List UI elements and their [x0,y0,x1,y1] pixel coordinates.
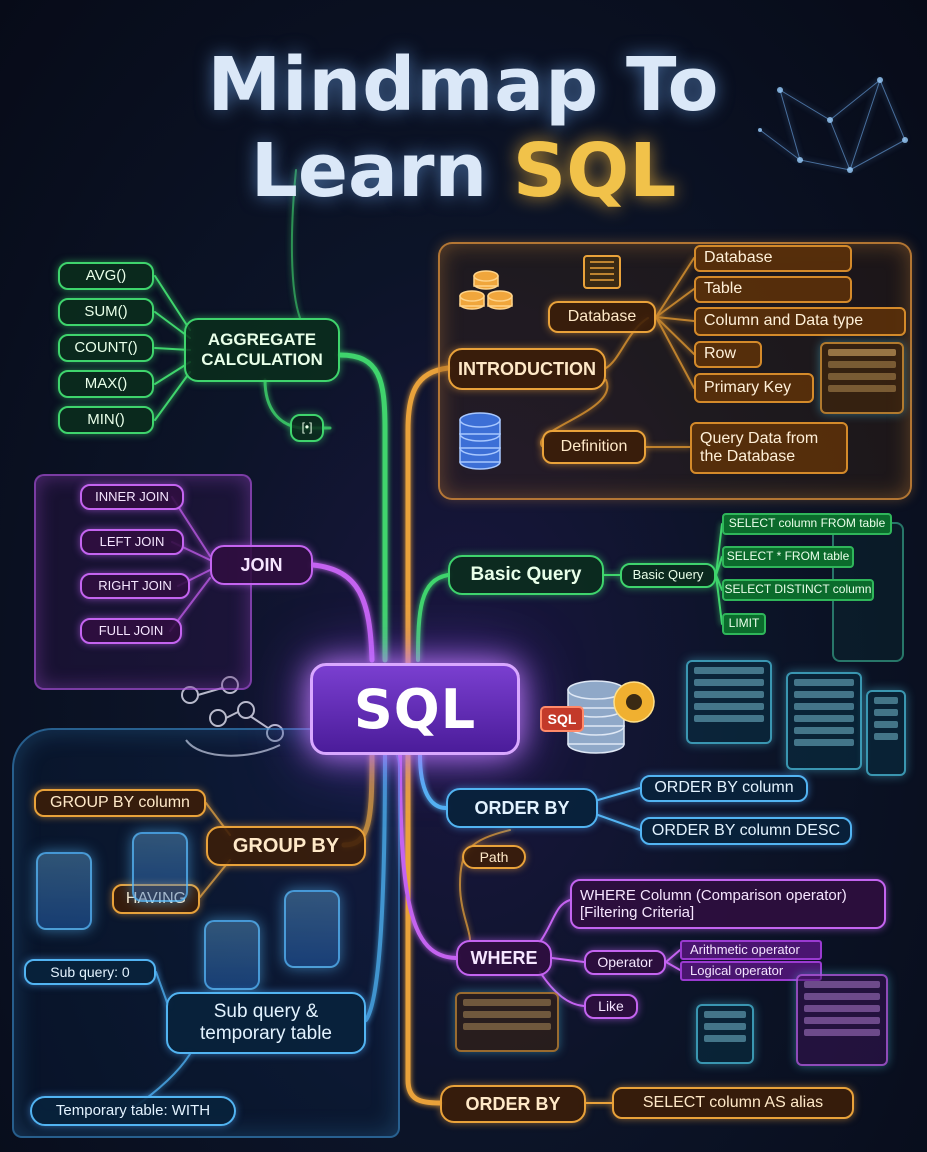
intro-table-illustration [820,342,904,414]
join-right[interactable]: RIGHT JOIN [80,573,190,599]
intro-item-column-data-type[interactable]: Column and Data type [694,307,906,336]
chip-icon [583,255,621,289]
cylinder-illustration-2 [132,832,188,902]
order-by-node[interactable]: ORDER BY [446,788,598,828]
intro-item-database[interactable]: Database [694,245,852,272]
cylinder-illustration-3 [204,920,260,990]
where-criteria: WHERE Column (Comparison operator) [Filt… [570,879,886,929]
intro-item-row[interactable]: Row [694,341,762,368]
aggregate-calculation-node[interactable]: AGGREGATE CALCULATION [184,318,340,382]
where-panel-illustration-1 [455,992,559,1052]
query-panel-illustration-1 [686,660,772,744]
agg-min[interactable]: MIN() [58,406,154,434]
agg-max[interactable]: MAX() [58,370,154,398]
operator-node[interactable]: Operator [584,950,666,975]
basic-query-subnode[interactable]: Basic Query [620,563,716,588]
path-label: Path [462,845,526,869]
subquery-zero[interactable]: Sub query: 0 [24,959,156,985]
agg-sum[interactable]: SUM() [58,298,154,326]
join-full[interactable]: FULL JOIN [80,618,182,644]
subquery-temp-table-node[interactable]: Sub query & temporary table [166,992,366,1054]
operator-logical[interactable]: Logical operator [680,961,822,981]
agg-avg[interactable]: AVG() [58,262,154,290]
join-left[interactable]: LEFT JOIN [80,529,184,555]
title-line-1: Mindmap To [207,42,720,128]
like-node[interactable]: Like [584,994,638,1019]
group-by-column[interactable]: GROUP BY column [34,789,206,817]
bq-select-column[interactable]: SELECT column FROM table [722,513,892,535]
definition-node[interactable]: Definition [542,430,646,464]
intro-item-primary-key[interactable]: Primary Key [694,373,814,403]
order-by-bottom-node[interactable]: ORDER BY [440,1085,586,1123]
title-learn: Learn [250,128,513,214]
basic-query-node[interactable]: Basic Query [448,555,604,595]
bq-limit[interactable]: LIMIT [722,613,766,635]
agg-count[interactable]: COUNT() [58,334,154,362]
bq-select-all[interactable]: SELECT * FROM table [722,546,854,568]
order-by-column-desc[interactable]: ORDER BY column DESC [640,817,852,845]
title-sql-accent: SQL [512,128,677,214]
database-node[interactable]: Database [548,301,656,333]
operator-arithmetic[interactable]: Arithmetic operator [680,940,822,960]
cylinder-illustration-1 [36,852,92,930]
select-column-as-alias[interactable]: SELECT column AS alias [612,1087,854,1119]
join-node[interactable]: JOIN [210,545,313,585]
group-by-node[interactable]: GROUP BY [206,826,366,866]
order-by-column[interactable]: ORDER BY column [640,775,808,802]
intro-item-table[interactable]: Table [694,276,852,303]
where-node[interactable]: WHERE [456,940,552,976]
query-panel-illustration-3 [866,690,906,776]
definition-value: Query Data from the Database [690,422,848,474]
server-database-icon [459,412,501,470]
sql-badge: SQL [540,706,584,732]
bracket-icon: [•] [290,414,324,442]
temporary-table-with[interactable]: Temporary table: WITH [30,1096,236,1126]
title-line-2: Learn SQL [0,128,927,214]
query-panel-illustration-2 [786,672,862,770]
where-panel-illustration-2 [696,1004,754,1064]
introduction-node[interactable]: INTRODUCTION [448,348,606,390]
where-panel-illustration-3 [796,974,888,1066]
bq-select-distinct[interactable]: SELECT DISTINCT column [722,579,874,601]
join-inner[interactable]: INNER JOIN [80,484,184,510]
cylinder-illustration-4 [284,890,340,968]
database-stack-icon [459,270,513,310]
sql-center-node[interactable]: SQL [310,663,520,755]
